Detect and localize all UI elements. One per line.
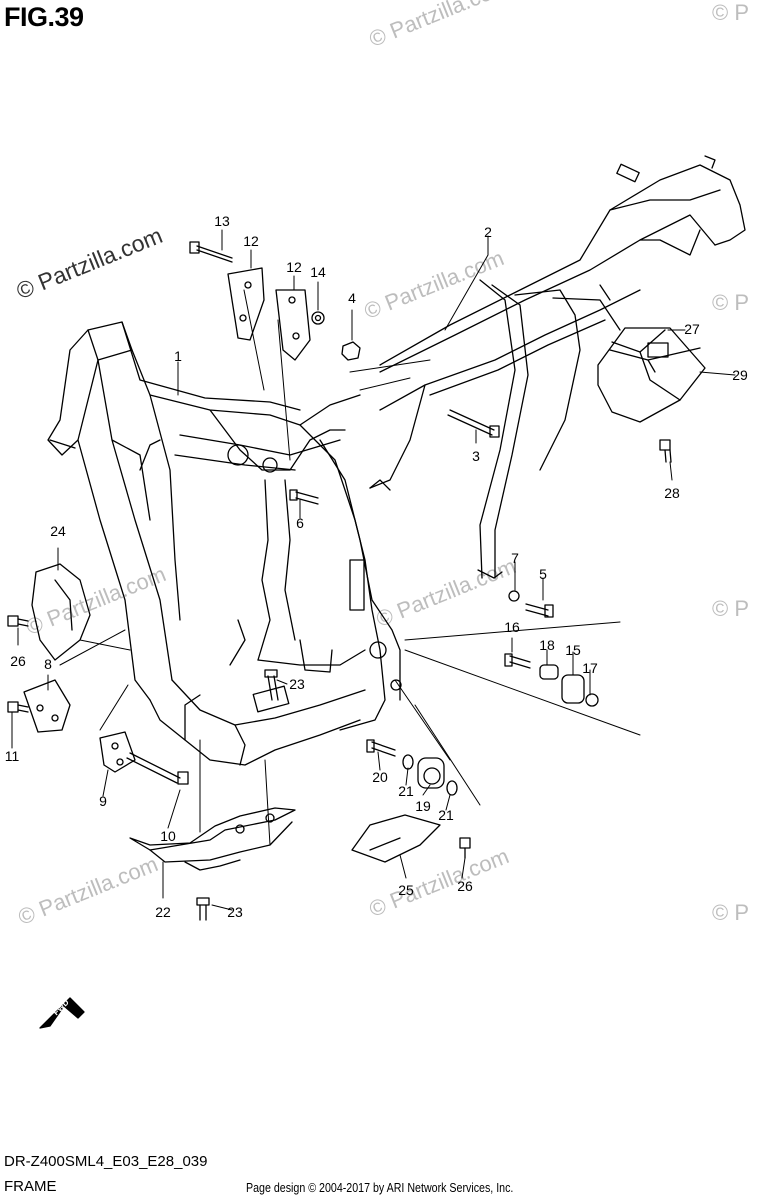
callout-27: 27: [684, 321, 700, 337]
callout-13: 13: [214, 213, 230, 229]
model-code: DR-Z400SML4_E03_E28_039: [4, 1153, 208, 1170]
figure-title: FIG.39: [4, 2, 84, 32]
brackets-and-fasteners: [7, 241, 706, 921]
leader-lines: [11, 229, 736, 911]
callout-12b: 12: [286, 259, 302, 275]
callout-23a: 23: [289, 676, 305, 692]
callout-8: 8: [44, 656, 52, 672]
callout-18: 18: [539, 637, 555, 653]
callout-2: 2: [484, 224, 492, 240]
callout-24: 24: [50, 523, 66, 539]
watermark: © P: [712, 0, 749, 25]
callout-21a: 21: [398, 783, 414, 799]
callout-29: 29: [732, 367, 748, 383]
watermark: © P: [712, 596, 749, 621]
callout-26b: 26: [457, 878, 473, 894]
main-frame: [47, 321, 402, 766]
callout-1: 1: [174, 348, 182, 364]
callout-15: 15: [565, 642, 581, 658]
callout-21b: 21: [438, 807, 454, 823]
section-name: FRAME: [4, 1178, 57, 1195]
callout-10: 10: [160, 828, 176, 844]
callout-9: 9: [99, 793, 107, 809]
callout-25: 25: [398, 882, 414, 898]
callout-6: 6: [296, 515, 304, 531]
callout-7: 7: [511, 550, 519, 566]
callout-20: 20: [372, 769, 388, 785]
callout-11: 11: [4, 748, 20, 764]
watermark: © P: [712, 900, 749, 925]
callout-16: 16: [504, 619, 520, 635]
callout-3: 3: [472, 448, 480, 464]
callout-5: 5: [539, 566, 547, 582]
fwd-arrow-icon: [39, 997, 85, 1029]
callout-23b: 23: [227, 904, 243, 920]
watermark: © P: [712, 290, 749, 315]
callout-26a: 26: [10, 653, 26, 669]
callout-4: 4: [348, 290, 356, 306]
callout-12a: 12: [243, 233, 259, 249]
page-credit: Page design © 2004-2017 by ARI Network S…: [246, 1180, 514, 1195]
callout-19: 19: [415, 798, 431, 814]
rear-subframe: [369, 155, 746, 579]
callout-22: 22: [155, 904, 171, 920]
callout-17: 17: [582, 660, 598, 676]
callout-14: 14: [310, 264, 326, 280]
callout-28: 28: [664, 485, 680, 501]
